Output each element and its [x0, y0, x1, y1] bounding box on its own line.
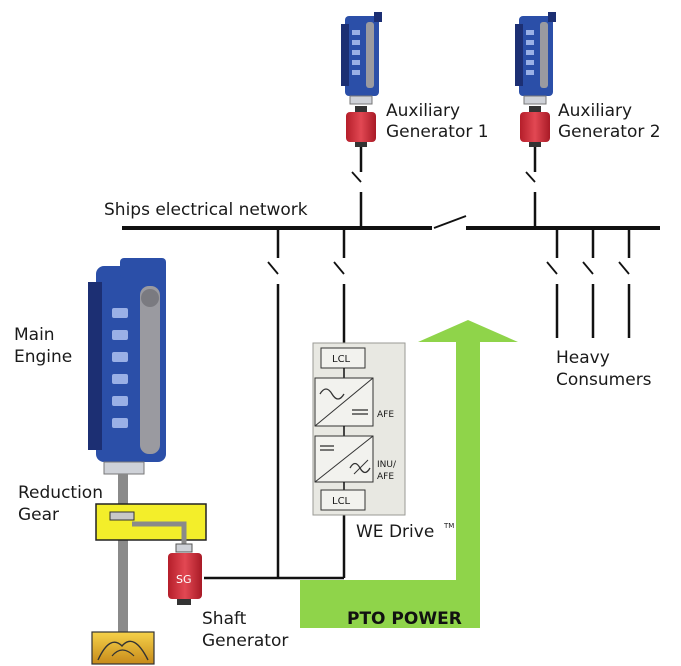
aux-gen-1-label-line1: Auxiliary — [386, 101, 460, 121]
sg-label: SG — [176, 573, 192, 586]
reduction-gear-label-line1: Reduction — [18, 483, 103, 503]
aux-generator-1-icon — [346, 106, 376, 147]
reduction-gear-icon — [95, 503, 207, 546]
propeller-shaft — [118, 474, 128, 632]
propeller-icon — [91, 631, 155, 665]
lcl-bottom-label: LCL — [332, 496, 351, 507]
aux-engine-1-icon — [341, 12, 382, 105]
we-drive-label: WE Drive — [356, 522, 434, 542]
heavy-consumers-label-line1: Heavy — [556, 348, 610, 368]
inu-label-line1: INU/ — [377, 460, 397, 470]
shaft-gen-label-line1: Shaft — [202, 609, 247, 629]
shaft-gen-label-line2: Generator — [202, 631, 288, 651]
main-engine-label-line2: Engine — [14, 347, 72, 367]
main-engine-icon — [88, 258, 166, 475]
we-drive-cabinet — [312, 342, 406, 516]
aux-engine-2-icon — [515, 12, 556, 105]
heavy-consumer-feeders — [546, 228, 631, 338]
lcl-top-label: LCL — [332, 354, 351, 365]
drive-feeder — [278, 228, 346, 580]
lcl-top-box — [320, 347, 366, 369]
pto-power-arrow-body — [300, 342, 480, 628]
aux-gen-1-label-line2: Generator 1 — [386, 122, 489, 142]
aux-generator-2-icon — [520, 106, 550, 147]
inu-label-line2: AFE — [377, 472, 394, 482]
lcl-bottom-box — [320, 489, 366, 511]
heavy-consumers-label-line2: Consumers — [556, 370, 652, 390]
shaft-generator-icon — [168, 543, 202, 605]
aux-gen-2-label-line1: Auxiliary — [558, 101, 632, 121]
ac-wave-icon — [319, 388, 345, 400]
we-drive-tm: TM — [443, 522, 454, 530]
shaft-gen-feeder — [204, 228, 280, 580]
bus-tie-switch — [433, 215, 467, 229]
pto-power-label: PTO POWER — [347, 609, 462, 629]
aux-gen-2-label-line2: Generator 2 — [558, 122, 661, 142]
main-engine-label-line1: Main — [14, 325, 55, 345]
aux-gen-2-breaker — [525, 171, 536, 183]
network-label: Ships electrical network — [104, 200, 308, 220]
afe-label: AFE — [377, 410, 394, 420]
aux-gen-1-breaker — [351, 171, 362, 183]
reduction-gear-label-line2: Gear — [18, 505, 59, 525]
